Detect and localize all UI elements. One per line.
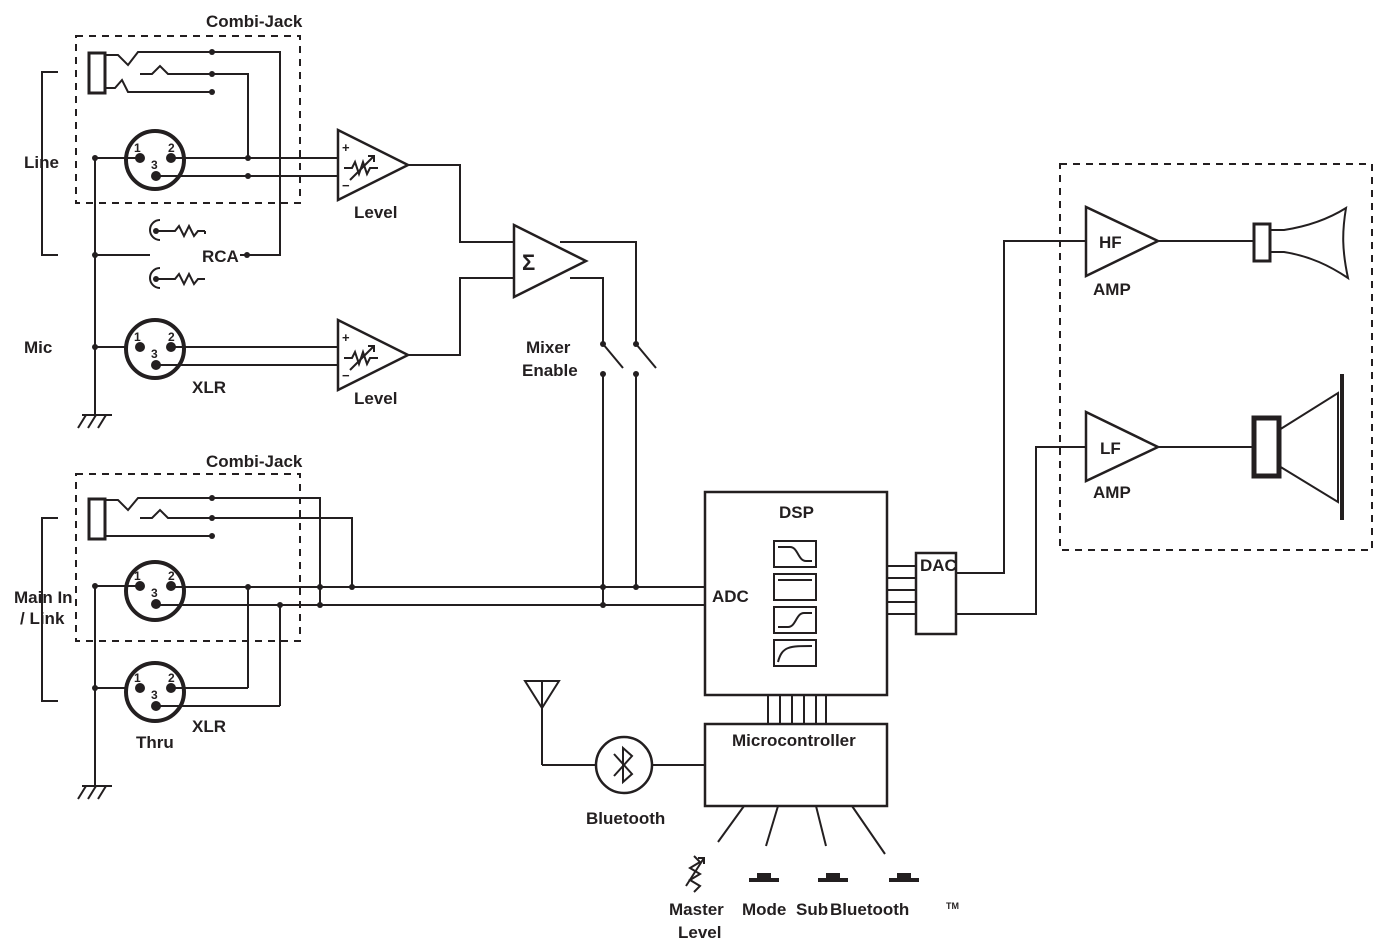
dsp-label: DSP <box>779 503 814 522</box>
horn-icon <box>1252 205 1350 281</box>
sub-button-icon <box>818 873 848 882</box>
sigma-icon: Σ <box>522 250 535 275</box>
antenna-icon <box>523 680 561 765</box>
lf-amp: LF AMP <box>1084 410 1161 502</box>
level-amp-bottom: + − Level <box>336 317 411 408</box>
jack-socket-icon <box>87 497 107 541</box>
dac-block: DAC <box>914 551 958 636</box>
sub-label: Sub <box>796 900 828 919</box>
master-level-knob-icon <box>685 855 705 893</box>
amp-label: AMP <box>1093 280 1131 299</box>
mode-button-icon <box>749 873 779 882</box>
dac-bus <box>887 565 916 615</box>
dsp-micro-bus <box>767 695 827 724</box>
amp-label: AMP <box>1093 483 1131 502</box>
level-label: Level <box>354 389 397 408</box>
pin-label: 2 <box>168 569 175 583</box>
microcontroller-label: Microcontroller <box>732 731 856 750</box>
combi-jack-label-top: Combi-Jack <box>206 12 303 31</box>
dsp-block: DSP ADC <box>703 490 889 697</box>
hf-label: HF <box>1099 233 1122 252</box>
xlr-connector-icon <box>124 129 186 191</box>
pin-label: 1 <box>134 671 141 685</box>
microcontroller-block: Microcontroller <box>703 722 889 808</box>
master-level-label: Level <box>678 923 721 942</box>
plus-sign: + <box>342 140 350 155</box>
pin-label: 2 <box>168 141 175 155</box>
rca-connector-icon: RCA <box>95 219 239 289</box>
lf-label: LF <box>1100 439 1121 458</box>
rca-label: RCA <box>202 247 239 266</box>
thru-label: Thru <box>136 733 174 752</box>
main-in-label: Main In <box>14 588 73 607</box>
enable-label: Enable <box>522 361 578 380</box>
pin-label: 3 <box>151 347 158 361</box>
jack-socket-icon <box>87 51 107 95</box>
trademark-label: TM <box>946 901 959 911</box>
minus-sign: − <box>342 368 350 383</box>
adc-label: ADC <box>712 587 749 606</box>
main-in-bracket <box>41 517 58 702</box>
speaker-enclosure <box>1059 163 1373 551</box>
ground-icon <box>77 414 112 429</box>
pin-label: 2 <box>168 671 175 685</box>
pin-label: 3 <box>151 158 158 172</box>
master-label: Master <box>669 900 724 919</box>
filter-icon <box>773 606 817 634</box>
minus-sign: − <box>342 178 350 193</box>
line-bracket <box>41 71 58 256</box>
pin-label: 1 <box>134 330 141 344</box>
filter-icon <box>773 639 817 667</box>
level-label: Level <box>354 203 397 222</box>
mic-label: Mic <box>24 338 52 357</box>
filter-icon <box>773 573 817 601</box>
mixer-label: Mixer <box>526 338 571 357</box>
plus-sign: + <box>342 330 350 345</box>
pin-label: 3 <box>151 688 158 702</box>
thru-xlr-connector-icon: 1 2 3 <box>124 661 186 723</box>
bluetooth-button-icon <box>889 873 919 882</box>
hf-amp: HF AMP <box>1084 205 1161 299</box>
bluetooth-icon <box>594 735 654 795</box>
mode-label: Mode <box>742 900 786 919</box>
filter-icon <box>773 540 817 568</box>
pin-label: 2 <box>168 330 175 344</box>
mixer-summing-amp: Σ <box>512 222 589 300</box>
bottom-combi-jack: Combi-Jack 1 2 3 <box>75 452 303 642</box>
xlr-mic-label: XLR <box>192 378 226 397</box>
dac-label: DAC <box>920 556 957 575</box>
xlr-thru-label: XLR <box>192 717 226 736</box>
level-amp-top: + − Level <box>336 127 411 222</box>
pin-label: 3 <box>151 586 158 600</box>
top-combi-jack: Combi-Jack 1 2 3 <box>75 12 303 256</box>
mic-xlr-connector-icon: 1 2 3 <box>124 318 186 380</box>
ground-icon <box>77 785 112 800</box>
bluetooth-button-label: Bluetooth <box>830 900 909 919</box>
pin-label: 1 <box>134 569 141 583</box>
speaker-icon <box>1251 374 1344 520</box>
mixer-enable-switch <box>600 341 657 605</box>
bluetooth-label: Bluetooth <box>586 809 665 828</box>
combi-jack-label-bottom: Combi-Jack <box>206 452 303 471</box>
pin-label: 1 <box>134 141 141 155</box>
